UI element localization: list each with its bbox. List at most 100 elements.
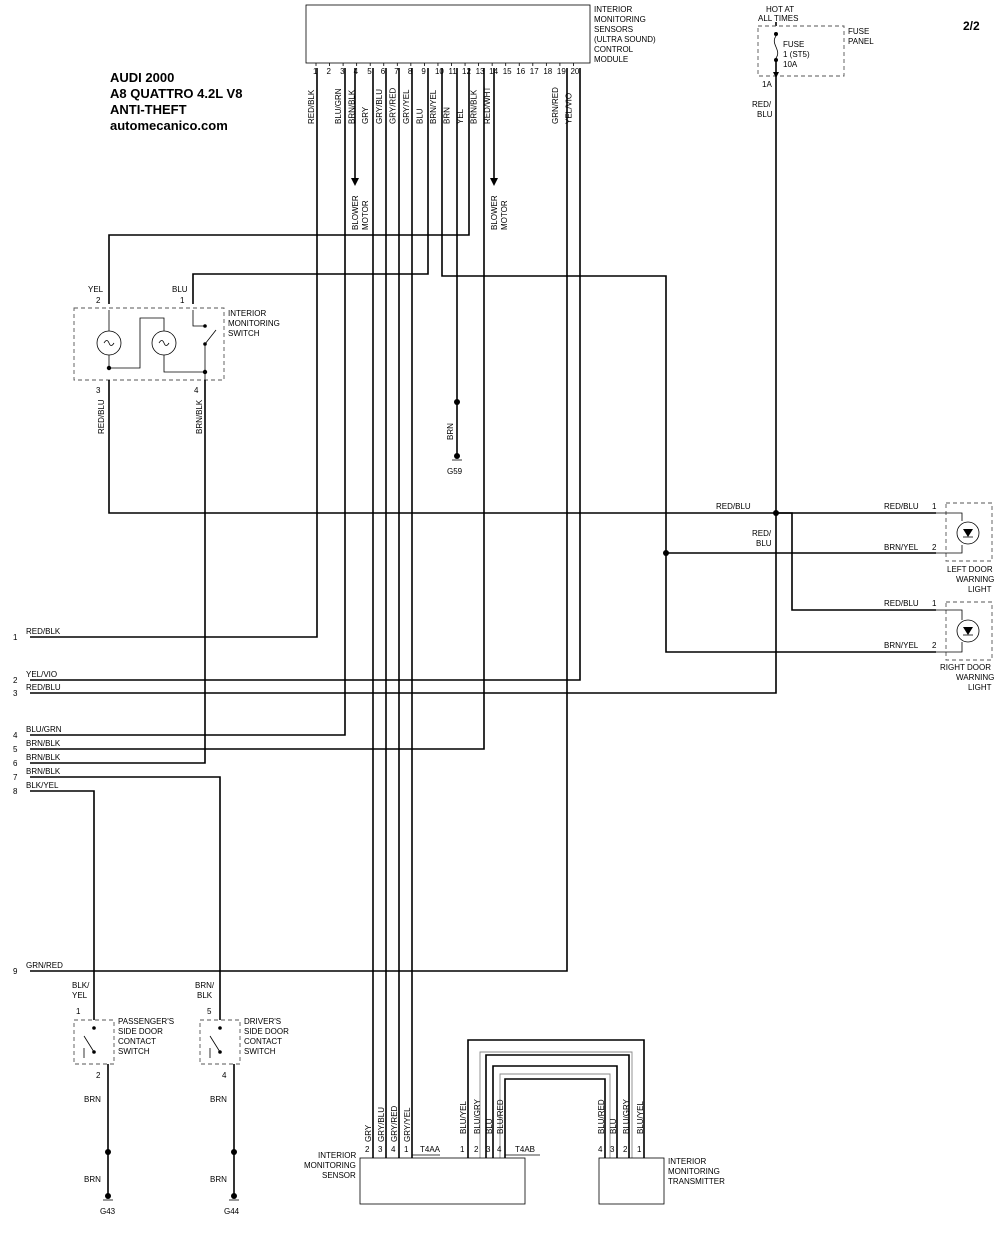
fuse-panel-box bbox=[757, 25, 845, 77]
wire-brn-yel bbox=[441, 68, 936, 653]
arrow-icon bbox=[351, 178, 359, 186]
module-pin-label: 17 bbox=[530, 67, 539, 76]
transmitter-label: INTERIOR bbox=[668, 1157, 706, 1166]
sensor-pin-label: 3 bbox=[378, 1145, 383, 1154]
right-door-light-box bbox=[945, 601, 993, 661]
fuse-terminal-label: 1A bbox=[762, 80, 772, 89]
ground-label: G44 bbox=[224, 1207, 240, 1216]
sensor-pin-label: 4 bbox=[391, 1145, 396, 1154]
splice-dot bbox=[202, 369, 208, 375]
module-pin-label: 4 bbox=[354, 67, 359, 76]
light-internal-wire bbox=[936, 545, 963, 554]
module-pin-label: 2 bbox=[327, 67, 332, 76]
switch-pin-label: 3 bbox=[96, 386, 101, 395]
wire-blu-yel bbox=[467, 1039, 645, 1158]
transmitter-box bbox=[598, 1157, 665, 1205]
ground-icon bbox=[105, 1193, 111, 1199]
ground-label: G43 bbox=[100, 1207, 116, 1216]
wire-red-blu-switch bbox=[108, 380, 776, 514]
sensor-wire-label: GRY/RED bbox=[390, 1105, 399, 1142]
transmitter-pin-label: 3 bbox=[610, 1145, 615, 1154]
terminal-number: 4 bbox=[13, 731, 18, 740]
module-pin-label: 20 bbox=[570, 67, 579, 76]
wire-brn-blk-driver bbox=[30, 776, 221, 1020]
module-pin-label: 19 bbox=[557, 67, 566, 76]
connector-label: T4AA bbox=[420, 1145, 441, 1154]
splice-dot bbox=[454, 399, 460, 405]
blower-motor-label: MOTOR bbox=[361, 200, 370, 230]
splice-dot bbox=[105, 1149, 111, 1155]
transmitter-wire-label: BLU/RED bbox=[597, 1099, 606, 1134]
splice-dot bbox=[663, 550, 669, 556]
terminal-wire-label: BLU/GRN bbox=[26, 725, 62, 734]
fuse-label: 10A bbox=[783, 60, 798, 69]
light-pin-label: 2 bbox=[932, 641, 937, 650]
control-module-label: MODULE bbox=[594, 55, 628, 64]
wire-grn-red bbox=[30, 68, 568, 972]
door-switch-label: SWITCH bbox=[244, 1047, 276, 1056]
ground-icon bbox=[231, 1193, 237, 1199]
terminal-number: 2 bbox=[13, 676, 18, 685]
splice-dot bbox=[106, 365, 112, 371]
wire-blu-gry-core bbox=[485, 1054, 630, 1158]
switch-wire-label: BLU bbox=[172, 285, 188, 294]
fuse-panel-label: FUSE bbox=[848, 27, 869, 36]
left-door-light-box bbox=[945, 502, 993, 562]
sensor-wire-label: BLU/YEL bbox=[459, 1101, 468, 1134]
led-icon bbox=[963, 529, 973, 537]
wire-label: RED/ bbox=[752, 529, 772, 538]
connector-label: T4AB bbox=[515, 1145, 535, 1154]
sensor-transmitter-loop bbox=[467, 1039, 645, 1158]
module-wire-label: GRY/YEL bbox=[402, 89, 411, 124]
switch-contact-dot bbox=[218, 1026, 222, 1030]
wire-brn-blk-switch bbox=[30, 380, 206, 764]
fuse-wire-label: RED/ bbox=[752, 100, 772, 109]
transmitter-label: MONITORING bbox=[668, 1167, 720, 1176]
transmitter-pin-label: 2 bbox=[623, 1145, 628, 1154]
hot-at-all-times-label: HOT AT bbox=[766, 5, 794, 14]
sensor-label: MONITORING bbox=[304, 1161, 356, 1170]
door-switch-wire-label: BLK/ bbox=[72, 981, 90, 990]
module-wire-label: BLU bbox=[415, 108, 424, 124]
terminal-number: 5 bbox=[13, 745, 18, 754]
light-internal-wire bbox=[936, 512, 963, 521]
door-switch-label: CONTACT bbox=[244, 1037, 282, 1046]
door-switch-label: PASSENGER'S bbox=[118, 1017, 174, 1026]
switch-internal-wire bbox=[108, 317, 165, 369]
title-line: A8 QUATTRO 4.2L V8 bbox=[110, 86, 242, 101]
passenger-door-switch: BLK/ YEL 1 PASSENGER'S SIDE DOOR CONTACT… bbox=[72, 981, 174, 1216]
door-switch-label: SWITCH bbox=[118, 1047, 150, 1056]
door-switch-wire-label: BRN/ bbox=[195, 981, 215, 990]
light-label: LIGHT bbox=[968, 683, 992, 692]
left-terminals: 1RED/BLK2YEL/VIO3RED/BLU4BLU/GRN5BRN/BLK… bbox=[13, 627, 63, 976]
control-module-label: SENSORS bbox=[594, 25, 633, 34]
door-switch-pin-label: 2 bbox=[96, 1071, 101, 1080]
light-pin-label: 1 bbox=[932, 502, 937, 511]
module-wire-label: YEL bbox=[456, 108, 465, 124]
switch-pin-label: 4 bbox=[194, 386, 199, 395]
transmitter-label: TRANSMITTER bbox=[668, 1177, 725, 1186]
module-pin-label: 13 bbox=[476, 67, 485, 76]
blower-motor-right: BLOWER MOTOR bbox=[490, 195, 509, 230]
door-switch-wire-label: BRN bbox=[84, 1175, 101, 1184]
door-switch-pin-label: 4 bbox=[222, 1071, 227, 1080]
terminal-number: 7 bbox=[13, 773, 18, 782]
switch-pin-label: 1 bbox=[180, 296, 185, 305]
switch-contact-dot bbox=[203, 324, 207, 328]
blower-motor-left: BLOWER MOTOR bbox=[351, 195, 370, 230]
module-wire-label: GRN/RED bbox=[551, 87, 560, 124]
wire-blu-red-core bbox=[504, 1078, 606, 1158]
switch-wire-label: RED/BLU bbox=[97, 399, 106, 434]
module-wire-label: BRN/BLK bbox=[348, 89, 357, 124]
wire-brn-blk bbox=[30, 68, 485, 750]
led-icon bbox=[963, 627, 973, 635]
module-wire-label: BRN bbox=[443, 107, 452, 124]
light-pin-label: 1 bbox=[932, 599, 937, 608]
led-icon bbox=[956, 521, 980, 545]
door-switch-pin-label: 1 bbox=[76, 1007, 81, 1016]
sensor-pin-label: 2 bbox=[365, 1145, 370, 1154]
module-pin-label: 10 bbox=[435, 67, 444, 76]
hot-at-all-times-label: ALL TIMES bbox=[758, 14, 798, 23]
